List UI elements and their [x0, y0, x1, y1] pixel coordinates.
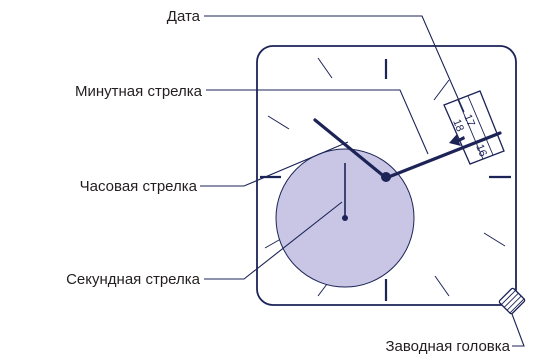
leader-second-hand: [204, 201, 343, 280]
hour-markers: [260, 57, 511, 301]
label-second-hand: Секундная стрелка: [66, 271, 201, 288]
minute-hand: [384, 131, 502, 180]
hour-hand: [313, 118, 388, 180]
date-number-18: 18: [450, 118, 466, 134]
second-hand-pivot: [342, 215, 348, 221]
date-number-16: 16: [473, 143, 489, 159]
label-hour-hand: Часовая стрелка: [80, 178, 198, 195]
leader-minute-hand: [206, 89, 429, 155]
center-pivot: [381, 172, 391, 182]
label-crown: Заводная головка: [385, 338, 510, 355]
date-number-17: 17: [461, 113, 477, 129]
date-window: 18 17 16: [443, 90, 505, 165]
label-date: Дата: [167, 8, 201, 25]
date-pointer-icon: [449, 134, 465, 146]
leader-crown: [511, 313, 525, 347]
label-minute-hand: Минутная стрелка: [75, 83, 203, 100]
leader-hour-hand: [200, 141, 349, 187]
leader-date: [204, 15, 465, 113]
crown: [498, 287, 526, 315]
